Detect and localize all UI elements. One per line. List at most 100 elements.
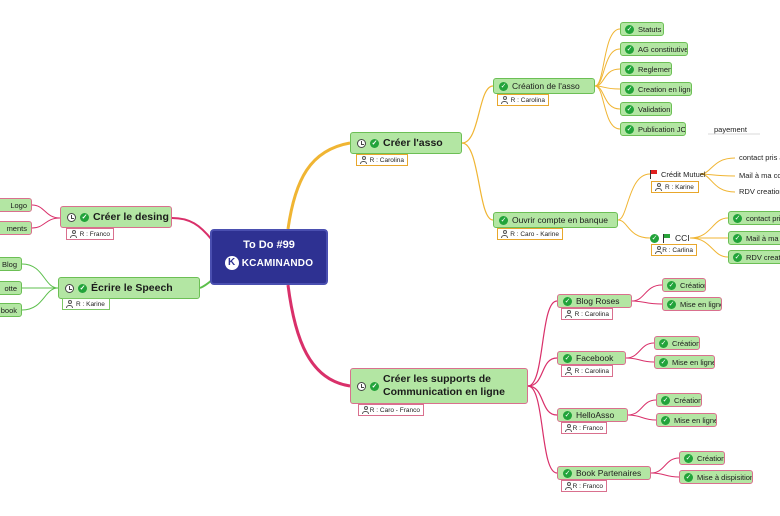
link-center-asso xyxy=(286,141,351,230)
check-icon: ✓ xyxy=(733,233,742,243)
task-label: Mise en ligne xyxy=(672,357,715,367)
clock-icon xyxy=(357,138,366,148)
check-icon: ✓ xyxy=(625,84,634,94)
person-icon xyxy=(70,230,77,238)
task-mise-a-disposition[interactable]: ✓Mise à dispisition xyxy=(679,470,753,484)
check-icon: ✓ xyxy=(80,212,89,222)
topic-creation-asso[interactable]: ✓ Création de l'asso xyxy=(493,78,595,94)
task-mail[interactable]: ✓Mail à ma c xyxy=(728,231,780,245)
note-contact: contact pris a xyxy=(739,153,780,162)
task-book[interactable]: book xyxy=(0,303,22,317)
topic-label-line2: Communication en ligne xyxy=(383,386,505,398)
responsible-tag: R : Carolina xyxy=(356,154,408,166)
check-icon: ✓ xyxy=(625,24,634,34)
topic-creer-asso[interactable]: ✓ Créer l'asso xyxy=(350,132,462,154)
logo-text: KCAMINANDO xyxy=(241,257,314,269)
person-icon xyxy=(655,246,663,254)
task-contact-pris[interactable]: ✓contact pris xyxy=(728,211,780,225)
task-reglement[interactable]: ✓Reglement xyxy=(620,62,672,76)
topic-ecrire-speech[interactable]: ✓ Écrire le Speech xyxy=(58,277,200,299)
brand-logo: K KCAMINANDO xyxy=(212,256,326,270)
check-icon: ✓ xyxy=(733,252,742,262)
person-icon xyxy=(360,156,367,164)
responsible-text: R : Caro - Franco xyxy=(369,406,420,414)
topic-helloasso[interactable]: ✓HelloAsso xyxy=(557,408,628,422)
topic-ouvrir-compte[interactable]: ✓ Ouvrir compte en banque xyxy=(493,212,618,228)
topic-label: Facebook xyxy=(576,353,614,363)
check-icon: ✓ xyxy=(659,357,668,367)
topic-creer-desing[interactable]: ✓ Créer le desing xyxy=(60,206,172,228)
task-label: Validation xyxy=(638,104,671,114)
topic-label: Blog Roses xyxy=(576,296,620,306)
check-icon: ✓ xyxy=(499,215,508,225)
task-creation[interactable]: ✓Création xyxy=(656,393,702,407)
task-validation[interactable]: ✓ Validation xyxy=(620,102,672,116)
task-label: Création xyxy=(672,338,700,348)
task-label: Création xyxy=(697,453,725,463)
topic-blog-roses[interactable]: ✓ Blog Roses xyxy=(557,294,632,308)
topic-cci[interactable]: ✓ CCI xyxy=(650,231,690,245)
topic-creer-supports[interactable]: ✓ Créer les supports de Communication en… xyxy=(350,368,528,404)
responsible-tag: R : Carolina xyxy=(497,94,549,106)
logo-mark-icon: K xyxy=(224,256,239,270)
responsible-tag: R : Karine xyxy=(651,181,699,193)
topic-credit-mutuel[interactable]: Crédit Mutuel xyxy=(650,170,706,179)
clock-icon xyxy=(357,381,366,391)
check-icon: ✓ xyxy=(659,338,668,348)
task-label: book xyxy=(0,305,17,315)
task-logo[interactable]: Logo xyxy=(0,198,32,212)
task-publication-jo[interactable]: ✓ Publication JO xyxy=(620,122,686,136)
responsible-tag: R : Franco xyxy=(561,422,607,434)
note-rdv: RDV creation xyxy=(739,187,780,196)
responsible-tag: R : Carolina xyxy=(561,365,613,377)
topic-label: Écrire le Speech xyxy=(91,282,173,294)
task-mise-en-ligne[interactable]: ✓Mise en ligne xyxy=(656,413,717,427)
task-label: Mise en ligne xyxy=(674,415,717,425)
task-creation-en-ligne[interactable]: ✓Creation en ligne xyxy=(620,82,692,96)
task-creation[interactable]: ✓ Création xyxy=(679,451,725,465)
task-ments[interactable]: ments xyxy=(0,221,32,235)
clock-icon xyxy=(65,283,74,293)
task-creation[interactable]: ✓Création xyxy=(662,278,706,292)
check-icon: ✓ xyxy=(563,353,572,363)
person-icon xyxy=(66,300,73,308)
responsible-tag: R : Franco xyxy=(561,480,607,492)
task-label: Mise en ligne xyxy=(680,299,722,309)
responsible-tag: R : Caro - Karine xyxy=(497,228,563,240)
topic-label: Créer le desing xyxy=(93,211,169,223)
topic-label: HelloAsso xyxy=(576,410,615,420)
person-icon xyxy=(501,230,509,238)
task-mise-en-ligne[interactable]: ✓Mise en ligne xyxy=(662,297,722,311)
responsible-text: R : Carlina xyxy=(662,246,693,254)
task-otte[interactable]: otte xyxy=(0,281,22,295)
responsible-text: R : Carolina xyxy=(510,96,545,104)
responsible-tag: R : Caro - Franco xyxy=(358,404,424,416)
task-rdv[interactable]: ✓RDV creati xyxy=(728,250,780,264)
check-icon: ✓ xyxy=(684,453,693,463)
task-ag-constitutive[interactable]: ✓AG constitutive xyxy=(620,42,688,56)
central-title: To Do #99 xyxy=(243,239,295,251)
responsible-tag: R : Carlina xyxy=(651,244,697,256)
task-label: AG constitutive xyxy=(638,44,688,54)
topic-label: Crédit Mutuel xyxy=(661,170,706,179)
link-center-supports xyxy=(286,284,351,388)
check-icon: ✓ xyxy=(625,64,634,74)
check-icon: ✓ xyxy=(625,124,634,134)
flag-icon xyxy=(663,233,671,243)
topic-label-line1: Créer les supports de xyxy=(383,373,491,385)
check-icon: ✓ xyxy=(563,296,572,306)
task-creation[interactable]: ✓ Création xyxy=(654,336,700,350)
topic-facebook[interactable]: ✓ Facebook xyxy=(557,351,626,365)
check-icon: ✓ xyxy=(625,104,634,114)
responsible-text: R : Carolina xyxy=(574,367,609,375)
topic-book-partenaires[interactable]: ✓Book Partenaires xyxy=(557,466,651,480)
task-label: contact pris xyxy=(746,213,780,223)
responsible-text: R : Franco xyxy=(572,482,603,490)
task-label: Statuts xyxy=(638,24,662,34)
task-blog[interactable]: Blog xyxy=(0,257,22,271)
person-icon xyxy=(655,183,662,191)
task-statuts[interactable]: ✓ Statuts xyxy=(620,22,664,36)
task-mise-en-ligne[interactable]: ✓ Mise en ligne xyxy=(654,355,715,369)
task-label: Publication JO xyxy=(638,124,686,134)
central-topic[interactable]: To Do #99 K KCAMINANDO xyxy=(210,229,328,285)
